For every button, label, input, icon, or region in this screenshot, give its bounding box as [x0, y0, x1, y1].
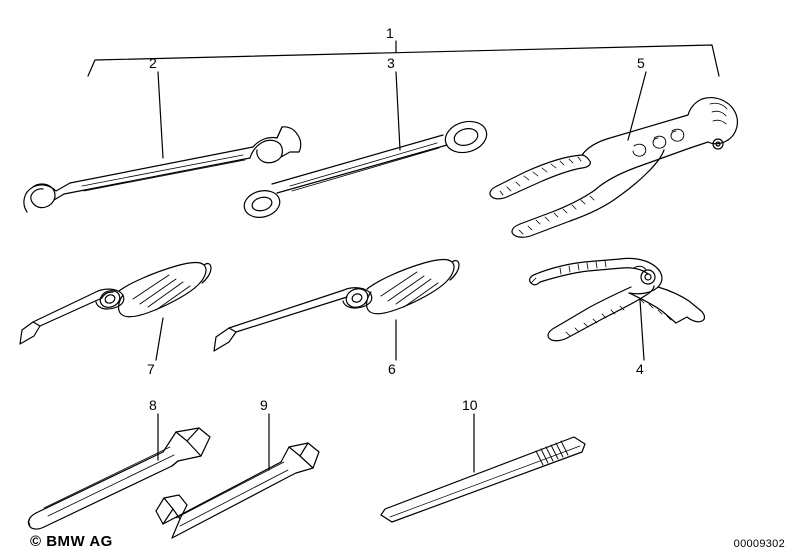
callout-label-9: 9 [260, 397, 268, 413]
callout-label-3: 3 [387, 55, 395, 71]
tool-water-pump-pliers-5 [489, 97, 738, 238]
part-number: 00009302 [733, 538, 785, 550]
callout-label-6: 6 [388, 361, 396, 377]
tool-combination-wrench-3 [243, 120, 488, 218]
bracket-group-1 [87, 44, 720, 77]
callout-label-1: 1 [386, 25, 394, 41]
tool-screwdriver-6 [213, 258, 460, 352]
callout-label-4: 4 [636, 361, 644, 377]
callout-label-5: 5 [637, 55, 645, 71]
tool-drift-punch-10 [380, 436, 586, 523]
tool-combination-pliers-4 [529, 257, 706, 342]
callout-label-2: 2 [149, 55, 157, 71]
callout-label-8: 8 [149, 397, 157, 413]
copyright-notice: © BMW AG [30, 533, 113, 550]
leader-lines [155, 40, 647, 473]
tool-screwdriver-7 [19, 261, 212, 345]
callout-label-7: 7 [147, 361, 155, 377]
tool-open-end-wrench-2 [23, 126, 302, 213]
tool-box-spanner-9 [155, 442, 320, 539]
callout-label-10: 10 [462, 397, 478, 413]
tool-spark-plug-wrench-8 [27, 427, 211, 530]
